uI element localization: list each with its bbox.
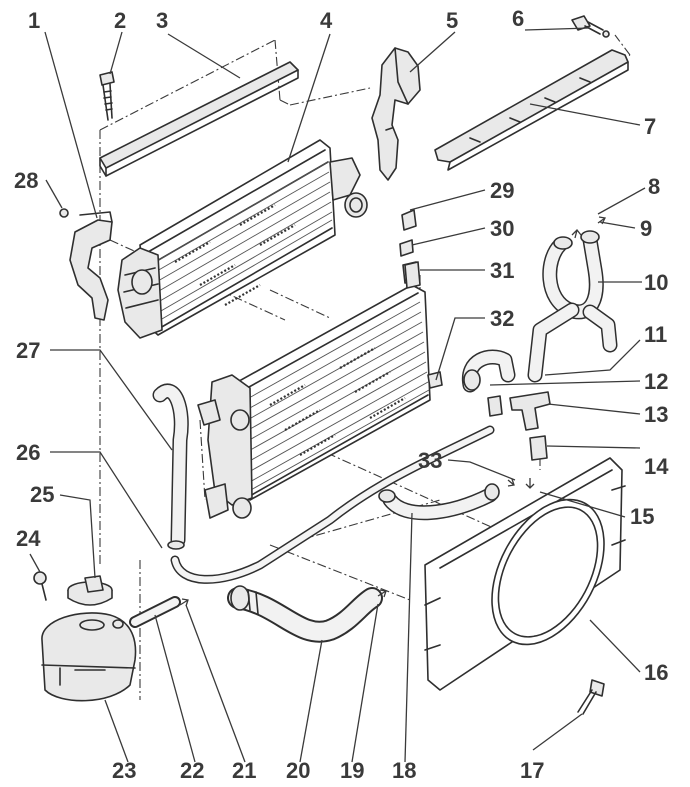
callout-numbers: 1 2 3 4 5 6 7 8 9 10 11 12 13 14 15 16 1…: [14, 6, 669, 783]
callout-21: 21: [232, 758, 256, 783]
callout-17: 17: [520, 758, 544, 783]
stub-hose: [487, 395, 503, 417]
leader-lines: [29, 27, 646, 763]
callout-19: 19: [340, 758, 364, 783]
hose-20: [227, 585, 383, 643]
callout-20: 20: [286, 758, 310, 783]
connector-14: [529, 435, 548, 461]
callout-30: 30: [490, 216, 514, 241]
hose-18: [378, 483, 500, 521]
cap-25: [67, 575, 113, 606]
callout-16: 16: [644, 660, 668, 685]
pipe-22: [129, 596, 181, 628]
lower-core-fins: [239, 301, 430, 492]
hoses-8-9-10-11: [527, 230, 618, 383]
callout-1: 1: [28, 8, 40, 33]
hose-12: [461, 349, 516, 393]
callout-4: 4: [320, 8, 333, 33]
callout-14: 14: [644, 454, 669, 479]
callout-15: 15: [630, 504, 654, 529]
screw-24: [33, 571, 47, 601]
callout-23: 23: [112, 758, 136, 783]
callout-13: 13: [644, 402, 668, 427]
callout-7: 7: [644, 114, 656, 139]
callout-26: 26: [16, 440, 40, 465]
callout-6: 6: [512, 6, 524, 31]
callout-9: 9: [640, 216, 652, 241]
callout-3: 3: [156, 8, 168, 33]
fan-shroud: [424, 457, 626, 691]
callout-24: 24: [16, 526, 41, 551]
hose-27: [152, 383, 189, 550]
upper-core-fins: [149, 161, 333, 324]
t-piece-13: [509, 391, 551, 431]
callout-27: 27: [16, 338, 40, 363]
bracket-5: [371, 47, 421, 181]
expansion-tank: [41, 612, 137, 702]
left-bracket: [59, 208, 113, 321]
intercooler-upper: [117, 139, 368, 339]
radiator-lower: [197, 261, 443, 519]
callout-18: 18: [392, 758, 416, 783]
callout-33: 33: [418, 448, 442, 473]
bolt-6: [571, 15, 610, 38]
upper-baffle-strip: [99, 61, 299, 177]
flow-arrows: [179, 216, 606, 607]
callout-11: 11: [644, 322, 667, 347]
callout-25: 25: [30, 482, 54, 507]
callout-28: 28: [14, 168, 38, 193]
lower-strip-7: [434, 49, 629, 171]
callout-10: 10: [644, 270, 668, 295]
callout-22: 22: [180, 758, 204, 783]
callout-32: 32: [490, 306, 514, 331]
pipe-26: [170, 425, 495, 584]
callout-29: 29: [490, 178, 514, 203]
callout-12: 12: [644, 369, 668, 394]
bolt-17: [577, 679, 605, 715]
callout-5: 5: [446, 8, 458, 33]
callout-31: 31: [490, 258, 514, 283]
bolt-2: [99, 71, 115, 121]
callout-8: 8: [648, 174, 660, 199]
callout-2: 2: [114, 8, 126, 33]
